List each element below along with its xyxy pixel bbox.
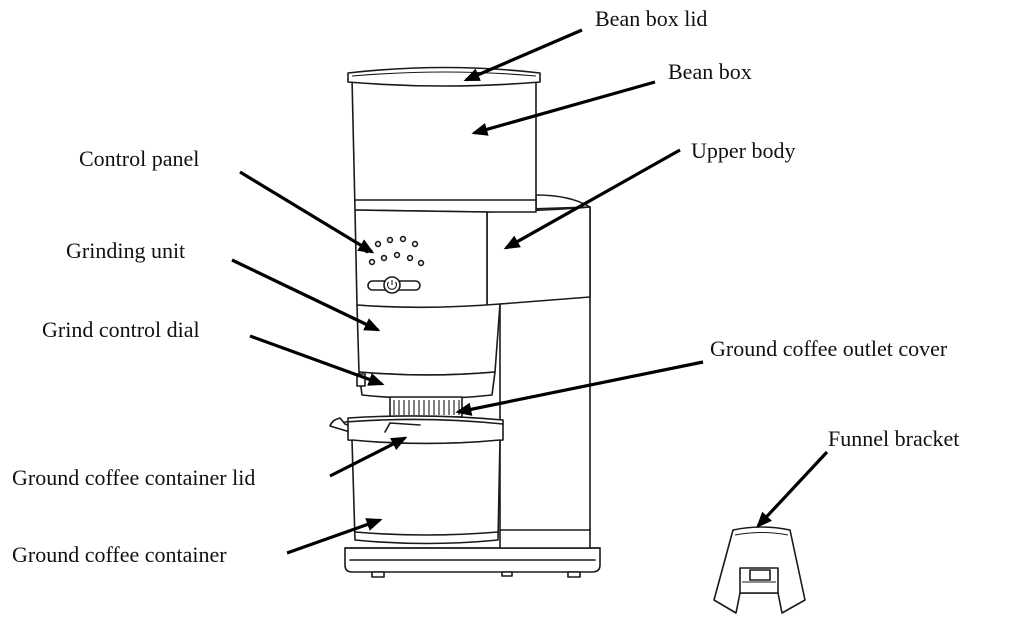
grind-control-dial — [356, 371, 496, 400]
arrow-control-panel — [239, 170, 375, 254]
bean-box — [351, 77, 537, 213]
arrow-grinding-unit — [231, 258, 381, 332]
labels: Bean box lid Bean box Upper body Control… — [12, 6, 959, 567]
label-bean-box-lid: Bean box lid — [595, 6, 707, 31]
ground-coffee-container-lid — [329, 415, 504, 445]
label-funnel-bracket: Funnel bracket — [828, 426, 959, 451]
arrow-container — [286, 518, 383, 555]
grinder-illustration — [329, 66, 601, 578]
arrow-bean-box — [471, 80, 656, 136]
label-ground-coffee-container: Ground coffee container — [12, 542, 227, 567]
arrow-grind-control-dial — [249, 334, 385, 386]
ground-coffee-container — [351, 439, 501, 545]
label-ground-coffee-outlet-cover: Ground coffee outlet cover — [710, 336, 948, 361]
arrow-container-lid — [329, 436, 408, 478]
arrow-upper-body — [503, 148, 681, 250]
arrow-outlet-cover — [455, 360, 704, 416]
control-panel — [354, 209, 488, 310]
leader-arrows — [231, 28, 829, 555]
funnel-bracket-illustration — [713, 526, 806, 614]
label-grind-control-dial: Grind control dial — [42, 317, 200, 342]
label-upper-body: Upper body — [691, 138, 795, 163]
grinding-unit — [356, 303, 501, 376]
label-ground-coffee-container-lid: Ground coffee container lid — [12, 465, 255, 490]
label-control-panel: Control panel — [79, 146, 199, 171]
label-grinding-unit: Grinding unit — [66, 238, 185, 263]
ground-coffee-outlet-cover — [389, 396, 463, 418]
arrow-funnel-bracket — [756, 450, 829, 528]
arrow-bean-box-lid — [463, 28, 583, 82]
bean-box-lid — [347, 66, 541, 87]
base-plate — [344, 547, 601, 578]
label-bean-box: Bean box — [668, 59, 752, 84]
upper-body — [486, 194, 591, 549]
